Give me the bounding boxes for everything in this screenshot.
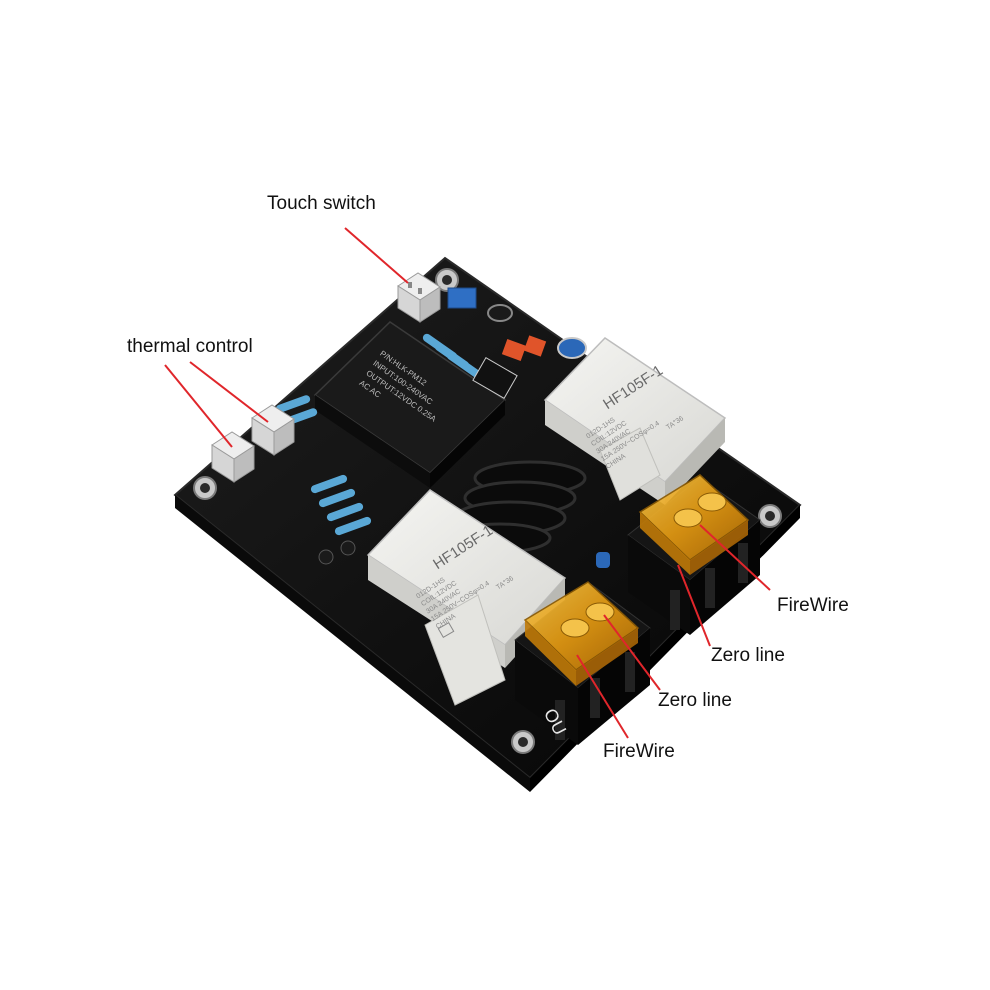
fuse-cover-right bbox=[638, 474, 750, 575]
label-touch-switch: Touch switch bbox=[267, 193, 376, 214]
thermal-control-connectors bbox=[211, 404, 295, 483]
label-zero-line-right: Zero line bbox=[711, 645, 785, 666]
fuse-cover-left bbox=[523, 581, 640, 686]
label-firewire-right: FireWire bbox=[777, 595, 849, 616]
small-components bbox=[318, 287, 610, 699]
resistor-array bbox=[275, 333, 482, 536]
label-thermal-control: thermal control bbox=[127, 336, 253, 357]
touch-switch-connector bbox=[397, 272, 441, 323]
label-firewire-left: FireWire bbox=[603, 741, 675, 762]
label-zero-line-left: Zero line bbox=[658, 690, 732, 711]
power-module: P/N:HLK-PM12 INPUT:100-240VAC OUTPUT:12V… bbox=[313, 321, 507, 488]
mounting-holes bbox=[193, 268, 782, 754]
callout-lines bbox=[164, 227, 771, 739]
relay-upper: HF105F-1 012D-1HS COIL:12VDC 30A 240VAC … bbox=[543, 337, 727, 505]
